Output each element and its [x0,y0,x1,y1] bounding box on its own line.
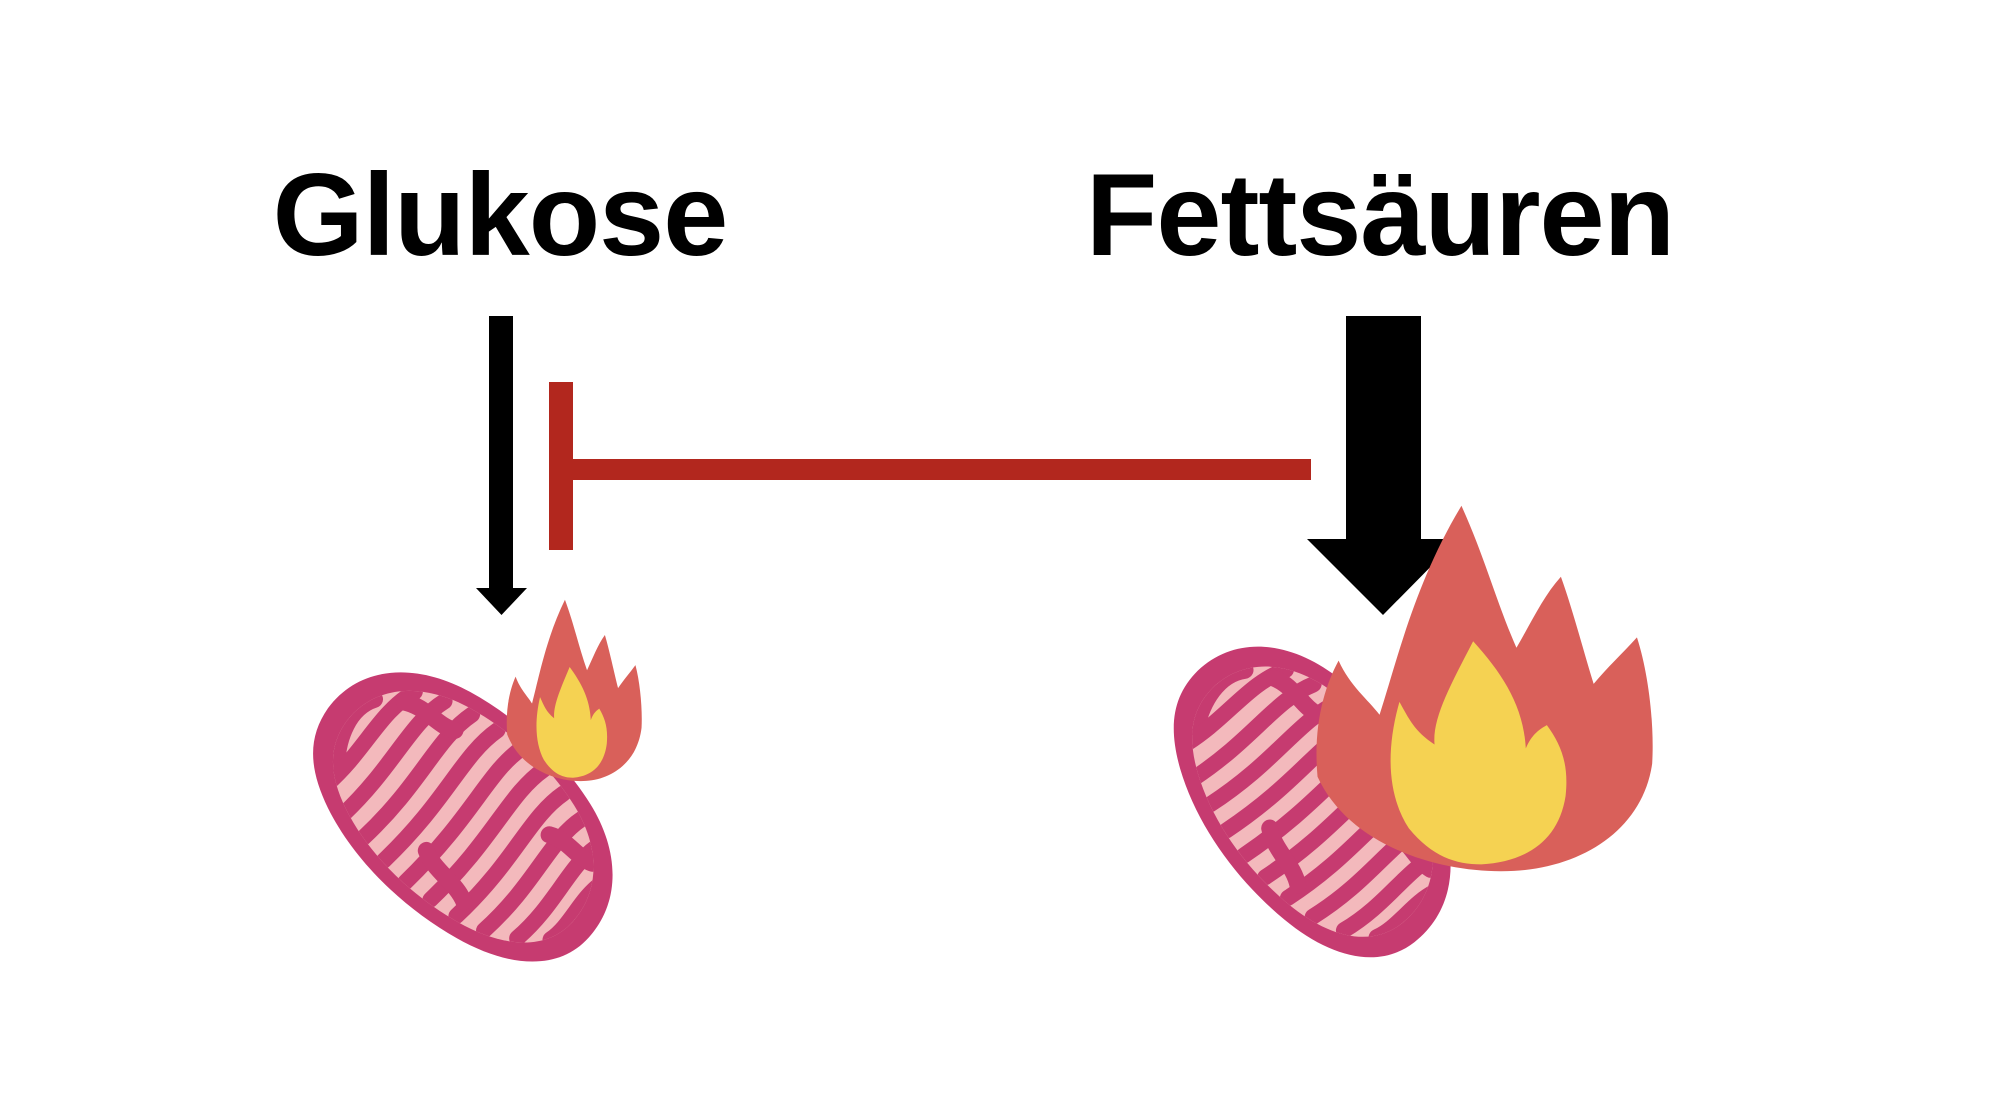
inhibition-tbar [549,382,1311,550]
fatty-acids-label: Fettsäuren [1085,149,1675,280]
small-flame-icon [507,600,642,781]
fatty-acid-arrow-icon [1307,316,1458,615]
glucose-arrow-icon [476,316,527,615]
glucose-label: Glukose [272,149,729,280]
